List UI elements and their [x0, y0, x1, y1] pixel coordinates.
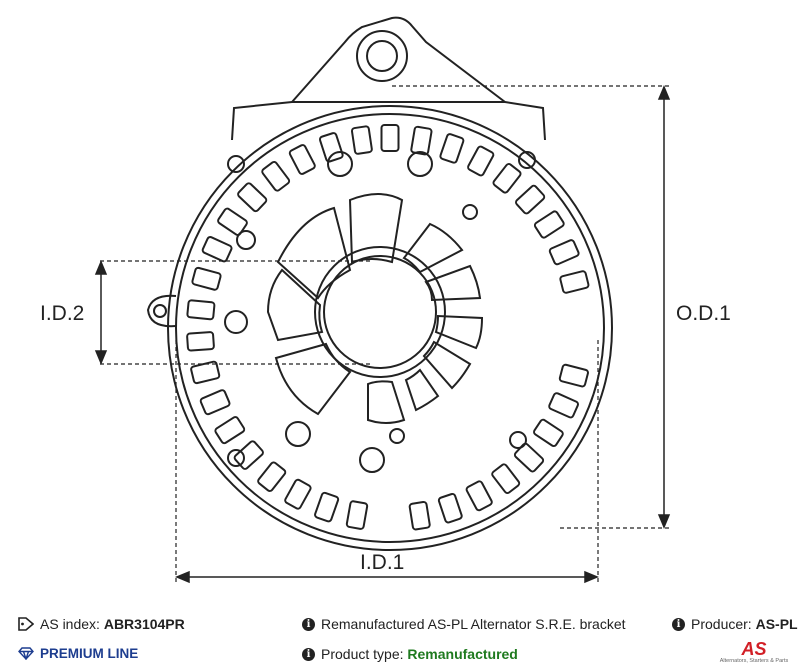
- ventilation-slot: [186, 299, 216, 321]
- ventilation-slot: [345, 500, 369, 530]
- id2-label: I.D.2: [40, 302, 84, 325]
- product-type-label: Product type:: [321, 646, 404, 662]
- ventilation-slot: [548, 239, 580, 266]
- info-footer: AS index: ABR3104PR i Remanufactured AS-…: [0, 604, 800, 670]
- outer-rim: [167, 105, 613, 551]
- as-index: AS index: ABR3104PR: [18, 616, 185, 632]
- mounting-ear: [291, 16, 506, 103]
- premium-line: PREMIUM LINE: [18, 646, 138, 661]
- housing-contour: [231, 101, 546, 141]
- ventilation-slot: [408, 500, 431, 531]
- spoke-opening: [434, 314, 484, 350]
- ventilation-slot: [467, 145, 495, 177]
- ventilation-slot: [439, 133, 465, 164]
- info-icon: i: [302, 617, 315, 631]
- bracket-drawing: I.D.2 O.D.1 I.D.1: [40, 16, 731, 584]
- spoke-opening: [402, 222, 464, 274]
- logo-tagline: Alternators, Starters & Parts: [719, 658, 789, 664]
- producer: i Producer: AS-PL: [672, 616, 798, 632]
- product-type: i Product type: Remanufactured: [302, 646, 518, 662]
- product-type-value: Remanufactured: [407, 646, 518, 662]
- ventilation-slot: [288, 144, 316, 175]
- ventilation-slot: [437, 492, 463, 524]
- bearing-boss: [314, 246, 446, 378]
- ventilation-slots: [186, 124, 590, 531]
- ventilation-slot: [217, 207, 248, 236]
- ventilation-slot: [491, 463, 521, 494]
- ventilation-slot: [214, 416, 246, 445]
- ventilation-slot: [410, 125, 433, 156]
- ventilation-slot: [318, 132, 344, 163]
- as-logo: AS Alternators, Starters & Parts: [712, 640, 796, 670]
- ventilation-slot: [237, 182, 268, 213]
- ventilation-slot: [533, 418, 564, 448]
- logo-text: AS: [741, 639, 767, 659]
- producer-label: Producer:: [691, 616, 752, 632]
- ventilation-slot: [233, 440, 264, 470]
- spoke-opening: [274, 342, 352, 416]
- description: i Remanufactured AS-PL Alternator S.R.E.…: [302, 616, 626, 632]
- spoke-opening: [424, 264, 482, 302]
- producer-value: AS-PL: [755, 616, 798, 632]
- spoke-opening: [422, 340, 472, 390]
- ventilation-slot: [380, 124, 400, 152]
- info-icon: i: [672, 617, 685, 631]
- as-index-label: AS index:: [40, 616, 100, 632]
- ventilation-slot: [257, 461, 287, 492]
- spoke-opening: [367, 380, 406, 424]
- ventilation-slot: [199, 389, 231, 416]
- ventilation-slot: [350, 125, 373, 155]
- description-text: Remanufactured AS-PL Alternator S.R.E. b…: [321, 616, 626, 632]
- ventilation-slot: [261, 161, 291, 192]
- info-icon: i: [302, 647, 315, 661]
- ventilation-slot: [548, 392, 579, 419]
- premium-line-label: PREMIUM LINE: [40, 646, 139, 661]
- ventilation-slot: [314, 491, 340, 523]
- as-index-value: ABR3104PR: [103, 616, 185, 632]
- side-lug: [146, 294, 177, 328]
- ventilation-slot: [186, 331, 215, 352]
- ventilation-slot: [465, 480, 493, 512]
- ventilation-slot: [284, 478, 312, 510]
- spoke-opening: [266, 268, 324, 342]
- od1-label: O.D.1: [676, 302, 731, 325]
- ventilation-slot: [201, 236, 233, 263]
- diamond-icon: [18, 647, 34, 660]
- ventilation-slot: [558, 363, 589, 388]
- ventilation-slot: [515, 184, 546, 215]
- spoke-opening: [276, 206, 352, 300]
- spoke-opening: [404, 368, 440, 412]
- ventilation-slot: [492, 163, 522, 194]
- tag-icon: [18, 617, 34, 631]
- ventilation-slot: [559, 270, 590, 294]
- ventilation-slot: [191, 266, 222, 291]
- ventilation-slot: [533, 210, 565, 239]
- ventilation-slot: [190, 360, 221, 385]
- mounting-hole: [356, 30, 408, 82]
- id1-label: I.D.1: [360, 551, 404, 574]
